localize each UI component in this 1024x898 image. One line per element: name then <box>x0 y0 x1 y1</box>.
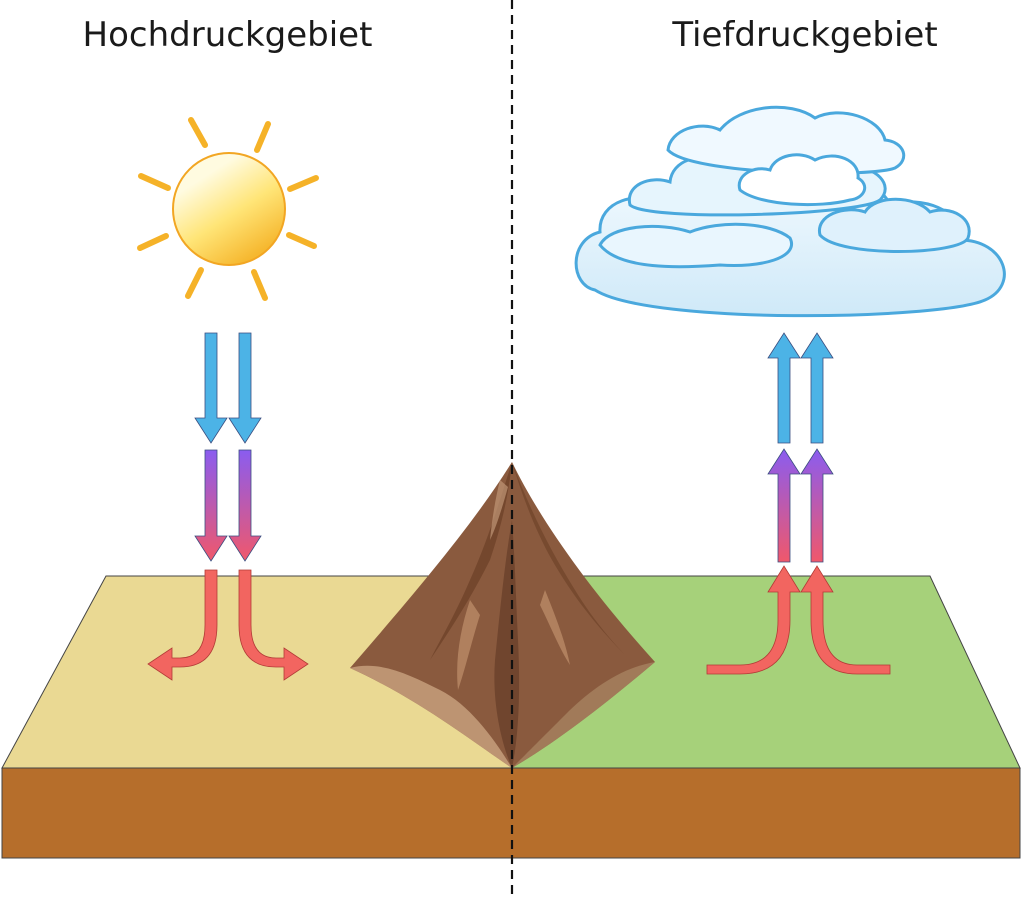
sun-icon <box>137 117 319 301</box>
low-pressure-title: Tiefdruckgebiet <box>672 15 938 55</box>
mountain-icon <box>350 462 655 768</box>
cloud-icon <box>574 105 1006 318</box>
arrow-cold-up-2 <box>800 332 834 444</box>
arrow-mixed-down-2 <box>228 449 262 562</box>
arrow-mixed-down-1 <box>194 449 228 562</box>
arrow-cold-down-2 <box>228 332 262 444</box>
arrow-warm-spread-left <box>147 569 218 681</box>
arrow-cold-up-1 <box>767 332 801 444</box>
arrow-warm-converge-right <box>800 565 891 675</box>
descending-air-arrows <box>147 332 309 681</box>
arrow-warm-converge-left <box>706 565 801 675</box>
ascending-air-arrows <box>706 332 891 675</box>
arrow-cold-down-1 <box>194 332 228 444</box>
arrow-mixed-up-2 <box>800 448 834 563</box>
arrow-warm-spread-right <box>238 569 309 681</box>
arrow-mixed-up-1 <box>767 448 801 563</box>
high-pressure-title: Hochdruckgebiet <box>82 15 373 55</box>
